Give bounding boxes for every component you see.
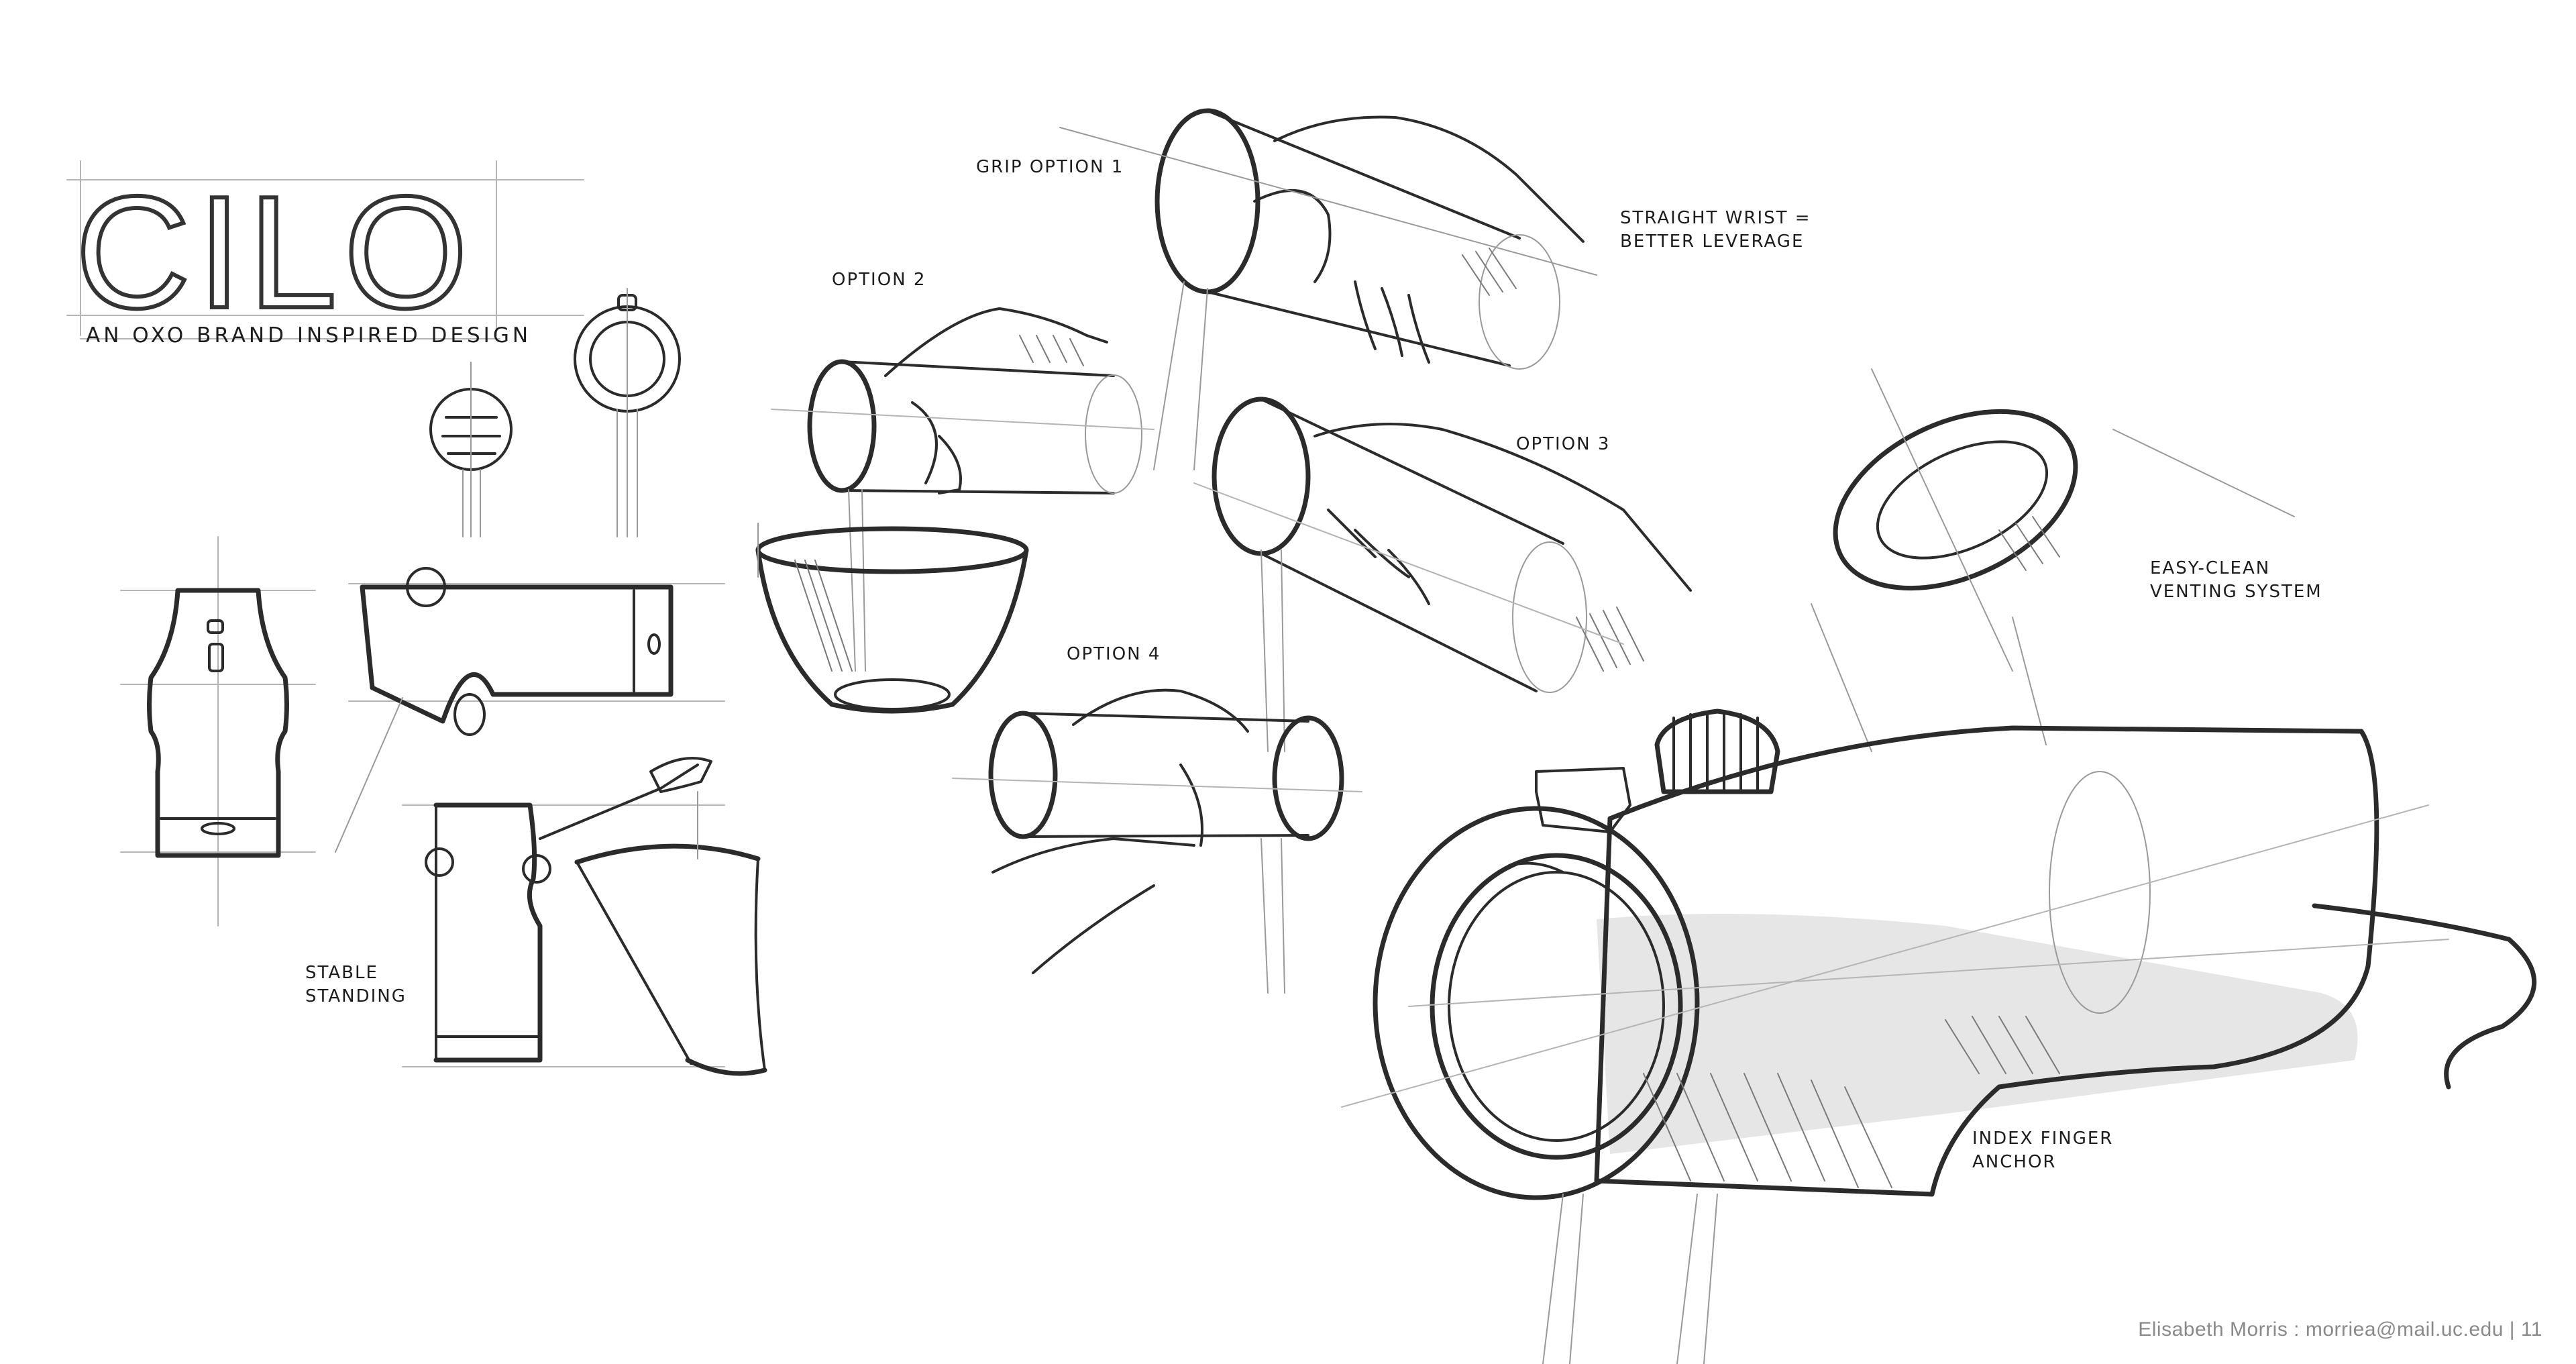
label-option-2: OPTION 2 (832, 270, 926, 290)
logo-construction-lines (66, 160, 584, 339)
option-2-sketch (771, 307, 1155, 672)
label-grip-option-1: GRIP OPTION 1 (976, 157, 1124, 177)
label-easy-clean: EASY-CLEAN VENTING SYSTEM (2150, 558, 2322, 602)
option-4-sketch (952, 688, 1362, 994)
stable-standing-sketch (402, 757, 767, 1076)
main-product-render (1341, 709, 2536, 1364)
label-straight-wrist: STRAIGHT WRIST = BETTER LEVERAGE (1620, 208, 1811, 252)
top-view-ring-sketch (574, 288, 681, 537)
front-view-sketch (120, 536, 316, 927)
label-option-3: OPTION 3 (1516, 434, 1611, 454)
option-3-sketch (1193, 397, 1692, 752)
logo-tagline: AN OXO BRAND INSPIRED DESIGN (86, 323, 532, 348)
side-view-sketch (335, 567, 725, 853)
label-stable-standing: STABLE STANDING (305, 963, 407, 1007)
label-index-finger: INDEX FINGER ANCHOR (1972, 1129, 2114, 1173)
vent-ring-sketch (1811, 368, 2295, 752)
cilo-logo: CILO (73, 164, 475, 342)
footer-credit: Elisabeth Morris : morriea@mail.uc.edu |… (2138, 1318, 2542, 1341)
bowl-sketch (755, 523, 1029, 714)
grip-option-1-sketch (1059, 108, 1597, 470)
top-view-striped-sketch (429, 362, 513, 537)
label-option-4: OPTION 4 (1067, 644, 1161, 664)
